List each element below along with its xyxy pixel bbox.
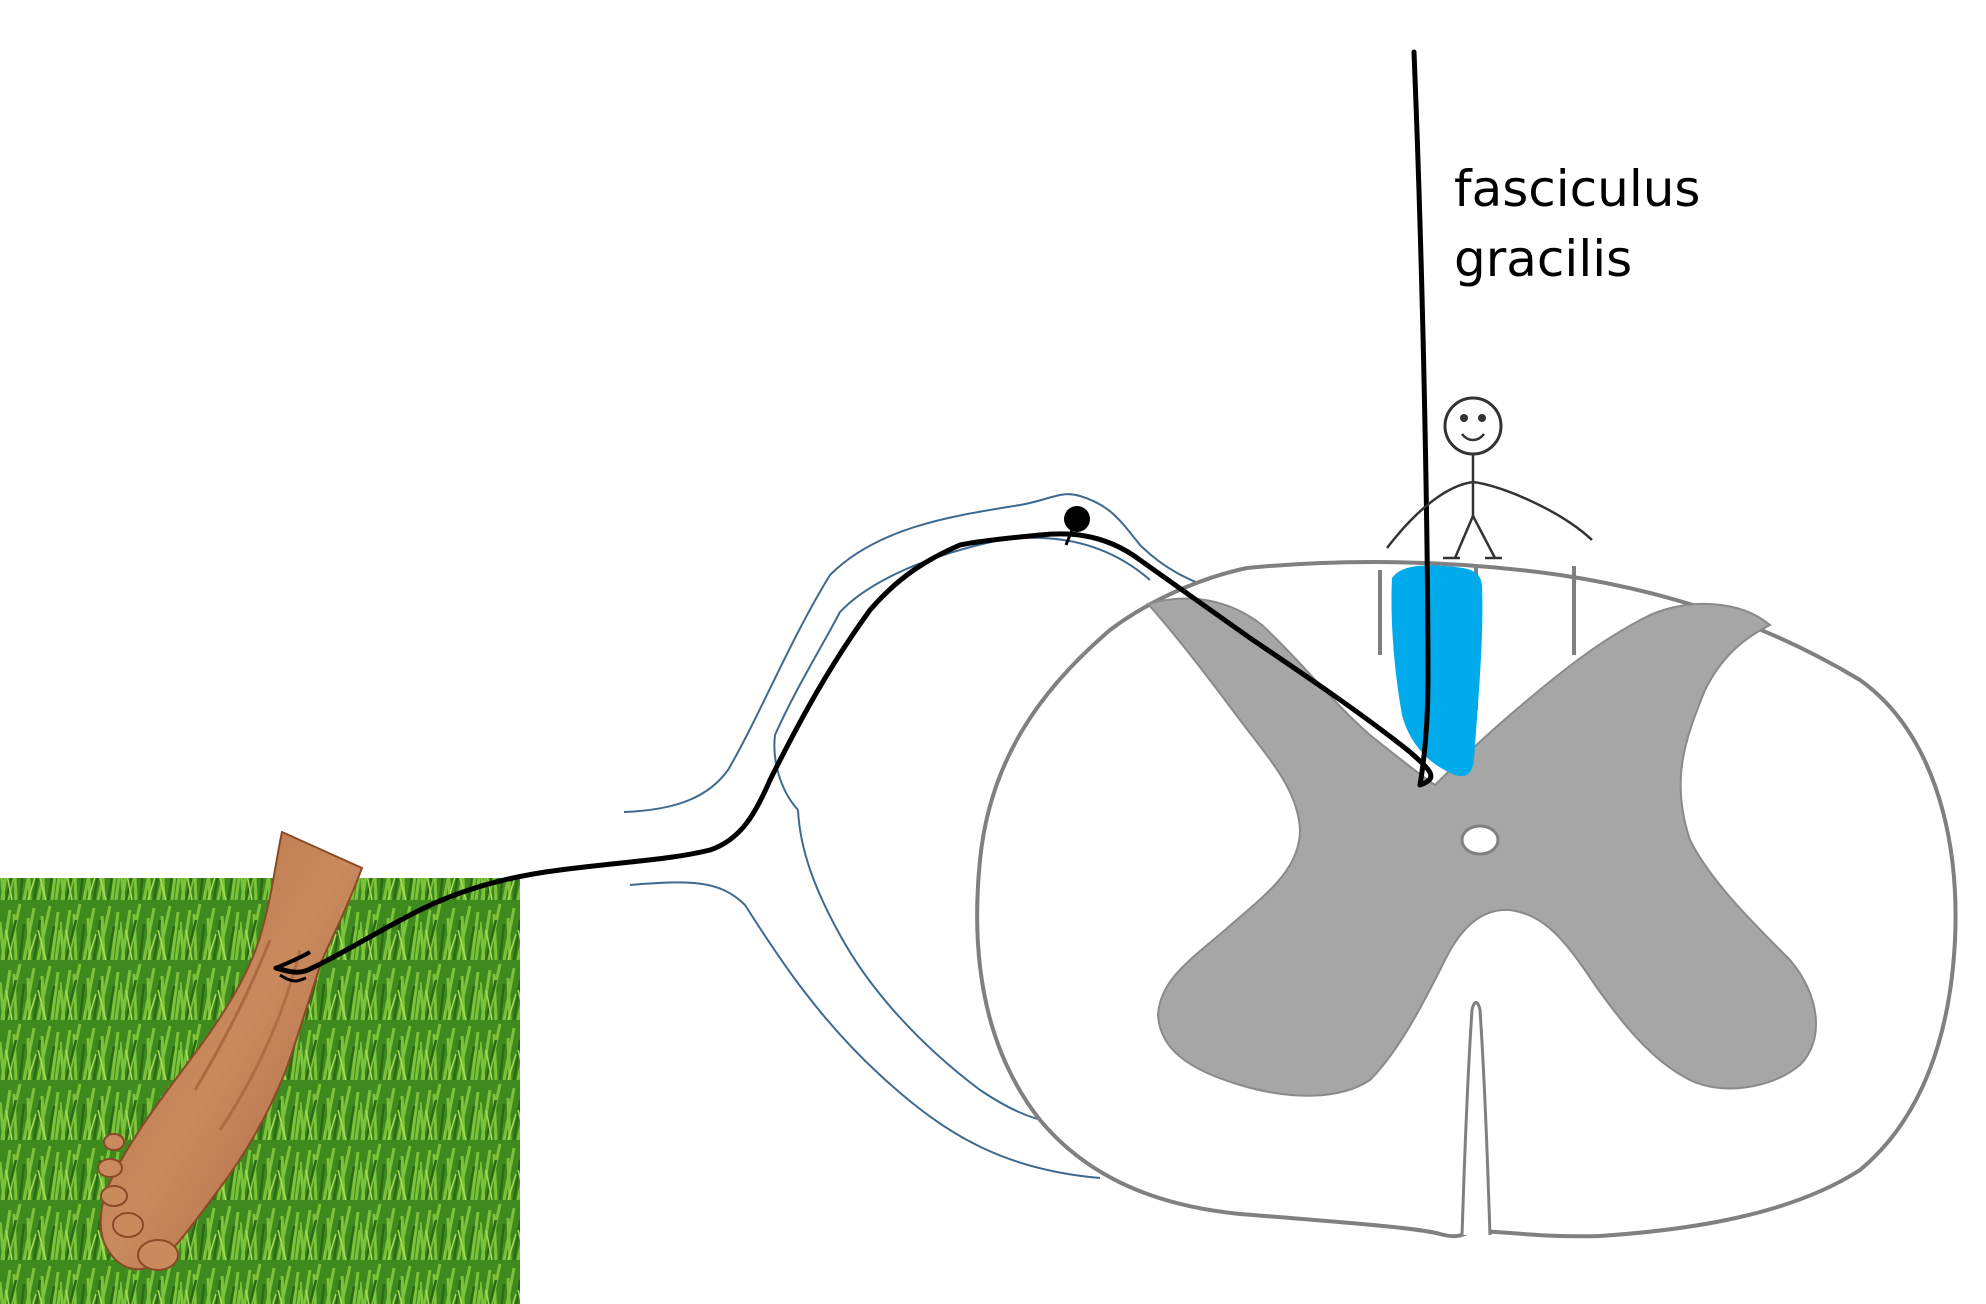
sensory-neuron-pathway	[273, 49, 1434, 975]
stick-figure-icon	[1386, 396, 1593, 560]
nerve-lower-outline	[629, 881, 1101, 1179]
nerve-inner-lower-outline	[797, 809, 1051, 1123]
central-canal	[1460, 824, 1500, 856]
spinal-nerve	[623, 493, 1211, 1179]
label-line-1: fasciculus	[1454, 160, 1701, 218]
nerve-outer-upper-outline	[623, 493, 1211, 813]
dorsal-root-ganglion-cell-body	[1064, 506, 1090, 532]
fasciculus-gracilis-region	[1391, 565, 1483, 777]
fasciculus-gracilis-label: fasciculus gracilis	[1454, 154, 1700, 294]
nerve-inner-upper-outline	[773, 536, 1151, 811]
anterior-median-fissure	[1460, 1001, 1492, 1236]
label-line-2: gracilis	[1454, 230, 1633, 288]
foot-image	[0, 830, 520, 1304]
